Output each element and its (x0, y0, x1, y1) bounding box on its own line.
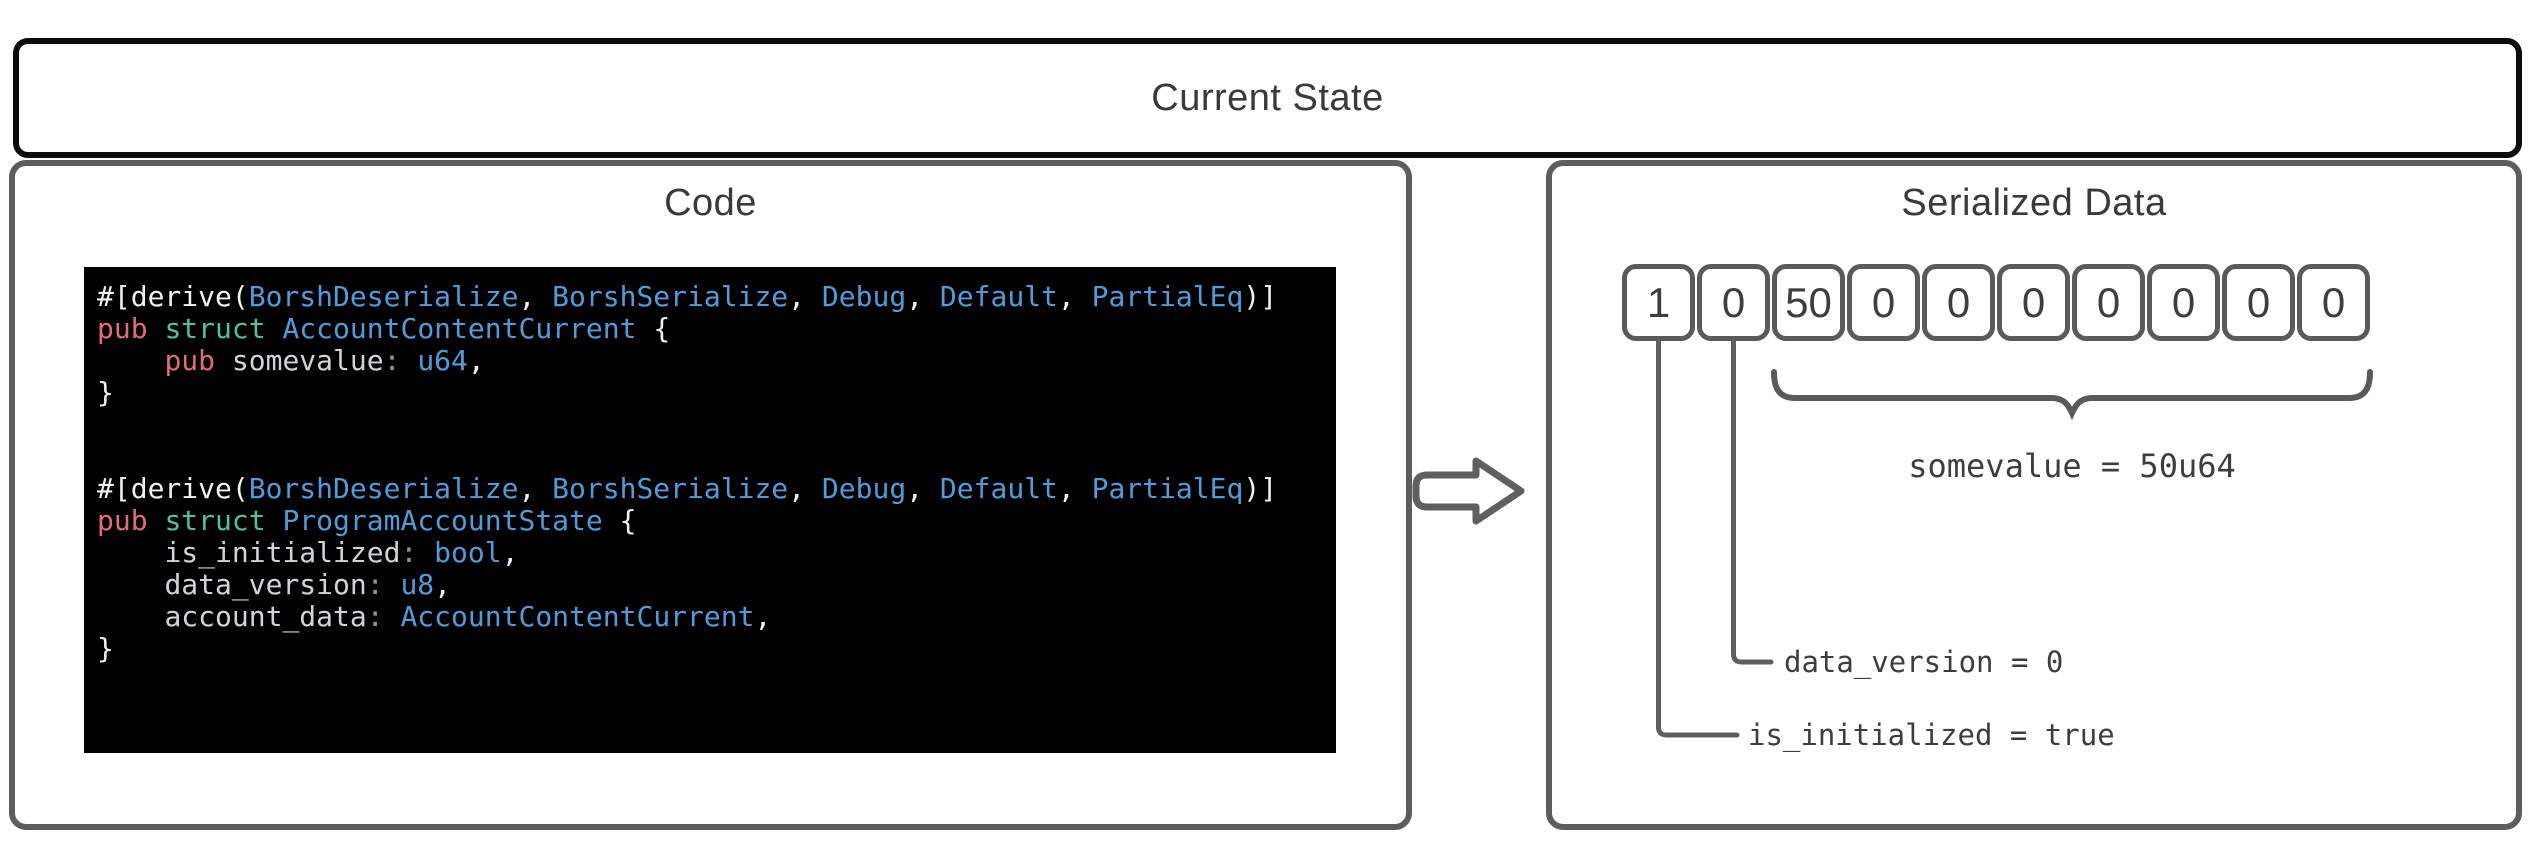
code-line: #[derive(BorshDeserialize, BorshSerializ… (97, 472, 1278, 505)
code-line: pub somevalue: u64, (164, 344, 485, 377)
byte-cell: 0 (2222, 264, 2295, 341)
serialized-data-title: Serialized Data (1901, 182, 2167, 224)
current-state-panel: Current State (13, 38, 2522, 158)
current-state-title: Current State (1151, 76, 1384, 119)
byte-cell: 0 (2072, 264, 2145, 341)
code-panel-title: Code (664, 182, 757, 224)
byte-cell: 0 (1847, 264, 1920, 341)
is-initialized-connector (1656, 338, 1740, 738)
somevalue-brace (1771, 369, 2373, 421)
code-block: #[derive(BorshDeserialize, BorshSerializ… (84, 267, 1336, 753)
code-line: #[derive(BorshDeserialize, BorshSerializ… (97, 280, 1278, 313)
somevalue-label: somevalue = 50u64 (1908, 447, 2236, 485)
byte-cell: 0 (1922, 264, 1995, 341)
code-line: pub struct AccountContentCurrent { (97, 312, 671, 345)
right-arrow-icon (1412, 457, 1525, 525)
code-line: } (97, 632, 114, 665)
code-panel: Code #[derive(BorshDeserialize, BorshSer… (9, 160, 1412, 830)
byte-cell: 1 (1622, 264, 1695, 341)
code-line: is_initialized: bool, (164, 536, 519, 569)
byte-cell: 50 (1772, 264, 1845, 341)
data-version-connector (1731, 338, 1774, 665)
code-line: data_version: u8, (164, 568, 452, 601)
is-initialized-label: is_initialized = true (1748, 718, 2115, 752)
code-line: account_data: AccountContentCurrent, (164, 600, 772, 633)
data-version-label: data_version = 0 (1784, 645, 2064, 679)
code-line (97, 441, 1336, 473)
code-line: } (97, 376, 114, 409)
byte-cell: 0 (2297, 264, 2370, 341)
annotation-lines (1656, 338, 2373, 738)
byte-cell: 0 (2147, 264, 2220, 341)
code-line: pub struct ProgramAccountState { (97, 504, 637, 537)
byte-cell: 0 (1997, 264, 2070, 341)
code-line (97, 409, 1336, 441)
